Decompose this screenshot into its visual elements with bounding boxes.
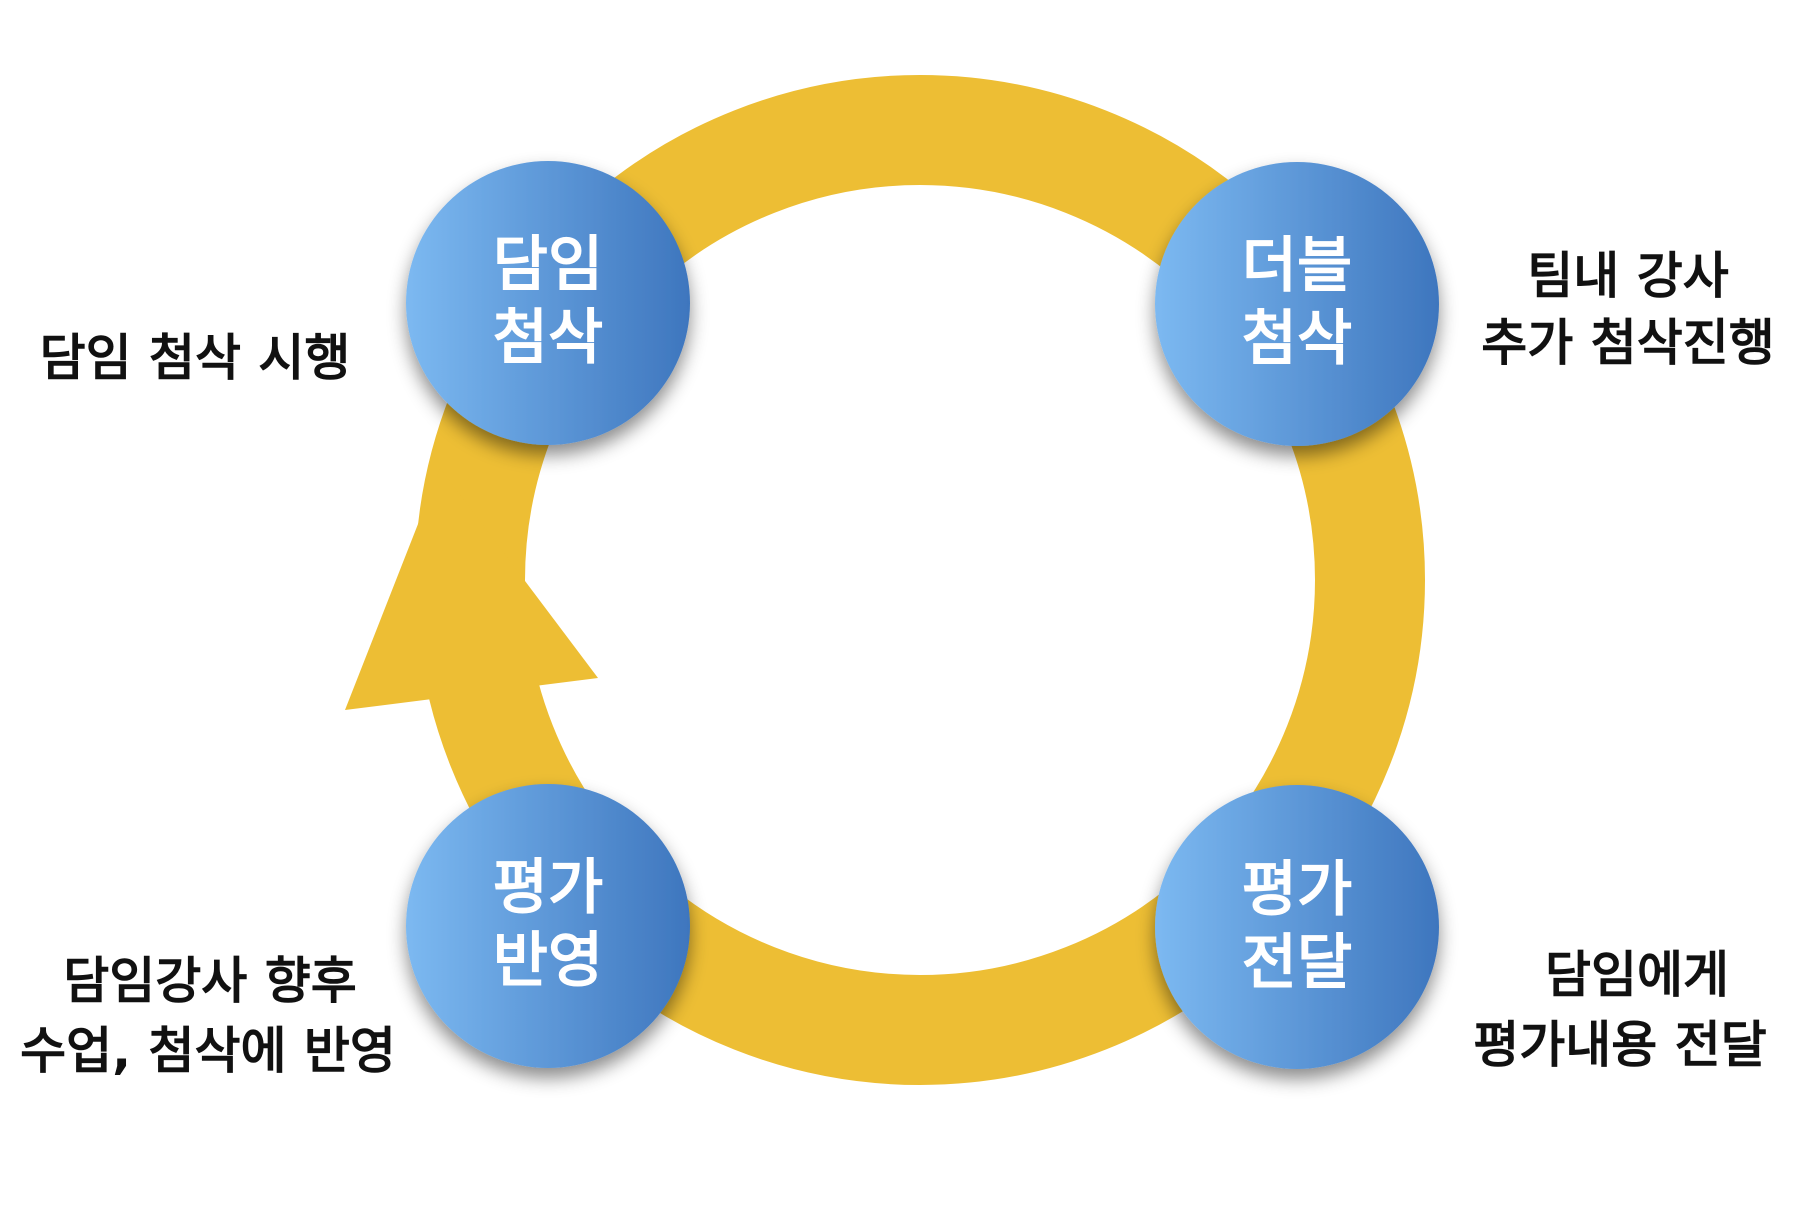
- node-homeroom-review: 담임 첨삭: [406, 161, 690, 445]
- description-double-review-line2: 추가 첨삭진행: [1481, 314, 1774, 372]
- node-label-line2: 전달: [1242, 928, 1352, 998]
- description-evaluation-delivery-line2: 평가내용 전달: [1473, 1016, 1766, 1074]
- node-label-line1: 더블: [1242, 231, 1352, 301]
- node-label-line2: 첨삭: [1242, 304, 1352, 374]
- node-label-line1: 담임: [493, 230, 603, 300]
- node-label-line2: 첨삭: [493, 303, 603, 373]
- description-evaluation-reflection-line1: 담임강사 향후: [63, 952, 356, 1010]
- node-evaluation-delivery: 평가 전달: [1155, 785, 1439, 1069]
- description-evaluation-reflection-line2: 수업, 첨삭에 반영: [20, 1022, 396, 1080]
- cycle-arrowhead: [345, 468, 598, 710]
- node-label-line1: 평가: [1242, 855, 1352, 925]
- description-evaluation-delivery-line1: 담임에게: [1545, 946, 1729, 1004]
- node-label-line2: 반영: [493, 926, 603, 996]
- description-homeroom-review: 담임 첨삭 시행: [40, 329, 351, 387]
- node-label-line1: 평가: [493, 853, 603, 923]
- description-double-review-line1: 팀내 강사: [1527, 247, 1728, 305]
- node-evaluation-reflection: 평가 반영: [406, 784, 690, 1068]
- node-double-review: 더블 첨삭: [1155, 162, 1439, 446]
